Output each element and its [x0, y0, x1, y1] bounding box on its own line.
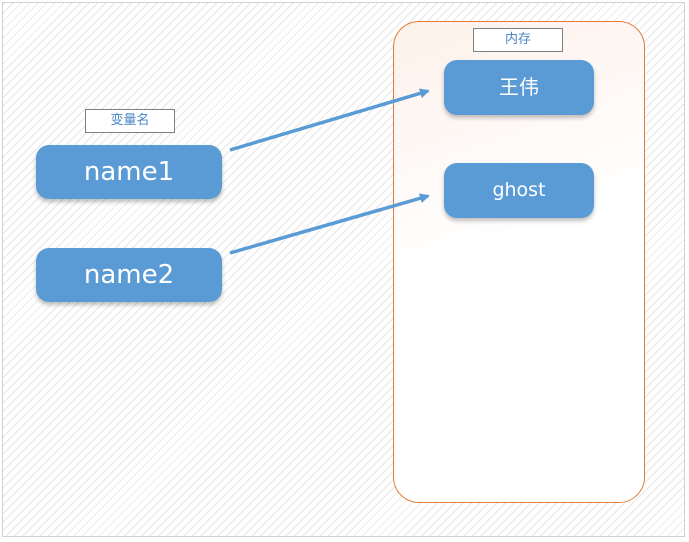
variable-names-label: 变量名: [85, 109, 175, 133]
variable-name1-box: name1: [36, 145, 222, 199]
memory-value-ghost-box: ghost: [444, 163, 594, 218]
variable-name2-box: name2: [36, 248, 222, 302]
memory-label: 内存: [473, 28, 563, 52]
memory-value-wangwei-box: 王伟: [444, 60, 594, 115]
